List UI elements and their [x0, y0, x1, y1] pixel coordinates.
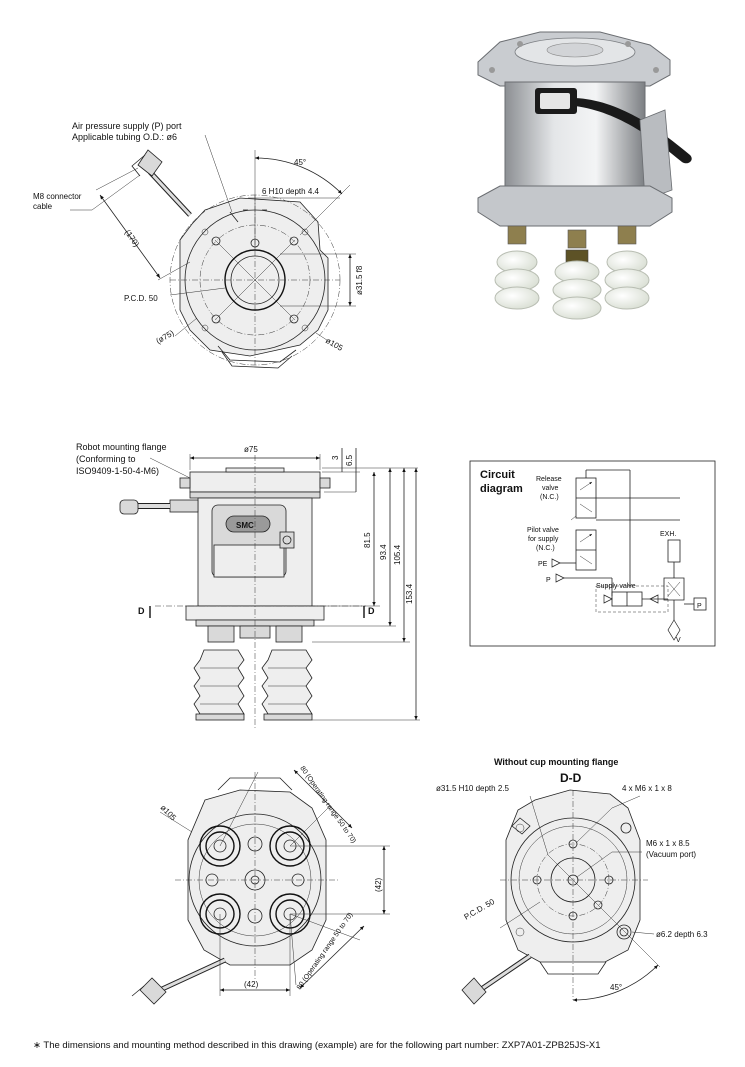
section-thread2-label-1: M6 x 1 x 8.5: [646, 839, 690, 848]
bottom-view: ø105 80 (Operating range 50 to 70) 80 (O…: [131, 765, 390, 1005]
bore-label: ø31.5 f8: [355, 265, 364, 295]
release-label-3: (N.C.): [540, 494, 559, 501]
length-170-label: (170): [123, 228, 141, 249]
pressure-sensor-label: P: [697, 603, 702, 610]
p-label: P: [546, 577, 551, 584]
dim-1534-label: 153.4: [405, 583, 414, 604]
smc-logo: SMC: [236, 521, 254, 530]
pilot-label-3: (N.C.): [536, 545, 555, 552]
dim-1054-label: 105.4: [393, 544, 402, 565]
footnote: ∗ The dimensions and mounting method des…: [33, 1040, 601, 1051]
supply-label: Supply valve: [596, 583, 636, 590]
horizontal-42-label: (42): [244, 980, 259, 989]
vertical-42-label: (42): [374, 877, 383, 892]
top-view: Air pressure supply (P) port Applicable …: [33, 121, 364, 369]
side-view: SMC: [76, 442, 420, 730]
release-label-2: valve: [542, 485, 558, 492]
section-title: D-D: [560, 771, 582, 785]
circuit-title-2: diagram: [480, 483, 523, 495]
air-port-label-1: Air pressure supply (P) port: [72, 121, 182, 131]
air-port-label-2: Applicable tubing O.D.: ø6: [72, 132, 177, 142]
dim-934-label: 93.4: [379, 544, 388, 560]
release-label-1: Release: [536, 476, 562, 483]
section-thread2-label-2: (Vacuum port): [646, 850, 696, 859]
dia105-label: ø105: [324, 336, 345, 353]
v-label: V: [676, 637, 681, 644]
section-pin-label: ø6.2 depth 6.3: [656, 930, 708, 939]
exh-label: EXH.: [660, 531, 676, 538]
section-caption: Without cup mounting flange: [494, 757, 618, 767]
flange-label-3: ISO9409-1-50-4-M6): [76, 466, 159, 476]
dim-65-label: 6.5: [345, 454, 354, 466]
pilot-label-1: Pilot valve: [527, 527, 559, 534]
section-bore-label: ø31.5 H10 depth 2.5: [436, 784, 509, 793]
pin-hole-label: 6 H10 depth 4.4: [262, 187, 319, 196]
connector-label-1: M8 connector: [33, 192, 82, 201]
flange-label-1: Robot mounting flange: [76, 442, 167, 452]
dim-3-label: 3: [331, 455, 340, 460]
circuit-diagram: Circuit diagram Release valve (N.C.) Pil…: [469, 460, 716, 647]
circuit-title-1: Circuit: [480, 469, 515, 481]
dia75-label: (ø75): [155, 328, 176, 346]
section-marker-left: D: [138, 606, 145, 616]
angle-label: 45°: [294, 158, 306, 167]
connector-label-2: cable: [33, 202, 53, 211]
section-pcd-label: P.C.D. 50: [463, 897, 497, 922]
dim-815-label: 81.5: [363, 532, 372, 548]
section-angle-label: 45°: [610, 983, 622, 992]
pcd-label: P.C.D. 50: [124, 294, 158, 303]
section-thread1-label: 4 x M6 x 1 x 8: [622, 784, 672, 793]
side-dia75-label: ø75: [244, 445, 258, 454]
pe-label: PE: [538, 561, 548, 568]
flange-label-2: (Conforming to: [76, 454, 136, 464]
product-photo: [477, 31, 692, 320]
section-marker-right: D: [368, 606, 375, 616]
section-view: Without cup mounting flange D-D: [436, 757, 708, 1005]
pilot-label-2: for supply: [528, 536, 559, 543]
